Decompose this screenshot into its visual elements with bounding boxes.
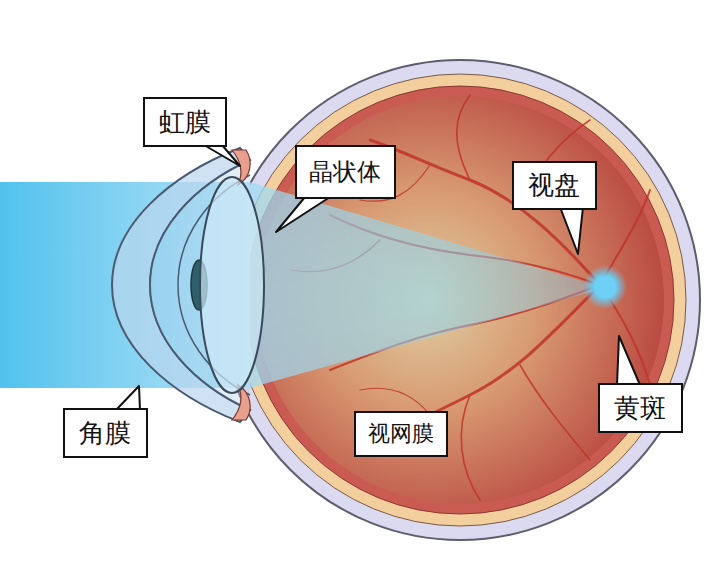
choroid: [234, 74, 686, 526]
light-cone: [250, 182, 605, 388]
callout-label: 视盘: [528, 171, 580, 200]
callout-label: 视网膜: [368, 422, 434, 446]
callout-box: 角膜: [63, 408, 148, 458]
callout-label: 黄斑: [614, 394, 666, 423]
callout-box: 视网膜: [354, 411, 448, 457]
callout-box: 晶状体: [295, 145, 396, 199]
callout-label: 角膜: [79, 419, 131, 448]
focal-core: [594, 276, 616, 298]
callout-box: 视盘: [512, 161, 597, 210]
focal-spot: [583, 265, 627, 309]
callout-box: 黄斑: [598, 383, 683, 433]
callout-label: 晶状体: [309, 159, 381, 185]
lens: [200, 177, 264, 393]
callout-label: 虹膜: [159, 108, 211, 137]
retina-layer: [246, 86, 674, 514]
callout-pointers: [116, 145, 640, 410]
sclera: [220, 60, 700, 540]
callout-box: 虹膜: [143, 97, 227, 147]
